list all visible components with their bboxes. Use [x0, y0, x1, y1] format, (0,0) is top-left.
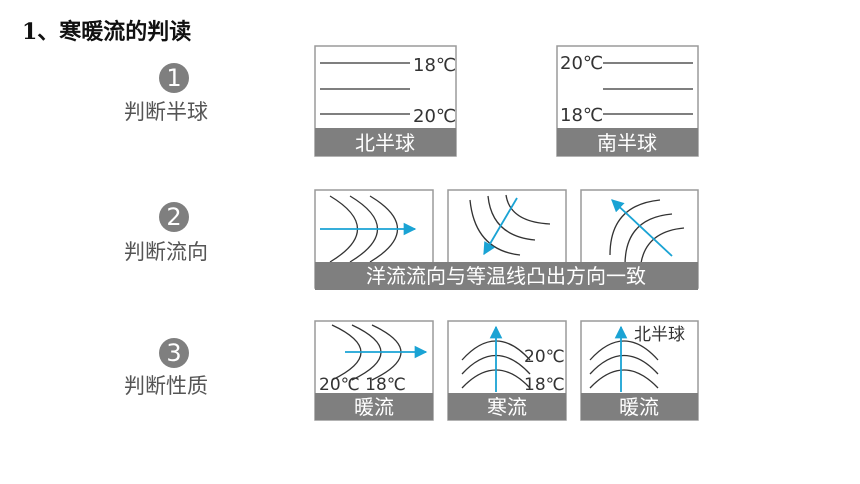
- north-temp-bottom: 20℃: [413, 106, 456, 127]
- current-nature-panel-c: 北半球 暖流: [580, 320, 699, 421]
- step-3-label: 判断性质: [124, 374, 208, 398]
- warm-current-label-c: 暖流: [619, 395, 659, 419]
- step-2-number: 2: [159, 202, 189, 232]
- step-3-number: 3: [159, 338, 189, 368]
- north-hemisphere-label: 北半球: [355, 131, 415, 155]
- warm-c-hemisphere: 北半球: [634, 325, 685, 345]
- page-title: 1、寒暖流的判读: [22, 19, 192, 45]
- south-hemisphere-panel: 20℃ 18℃ 南半球: [556, 45, 699, 157]
- cold-b-temp-top: 20℃: [524, 347, 565, 367]
- north-temp-top: 18℃: [413, 55, 456, 76]
- warm-a-temps: 20℃ 18℃: [319, 375, 406, 395]
- south-temp-top: 20℃: [560, 53, 603, 74]
- cold-current-label: 寒流: [487, 395, 527, 419]
- north-hemisphere-panel: 18℃ 20℃ 北半球: [314, 45, 457, 157]
- step-2-label: 判断流向: [124, 240, 208, 264]
- flow-direction-panels: 洋流流向与等温线凸出方向一致: [314, 189, 699, 290]
- south-temp-bottom: 18℃: [560, 105, 603, 126]
- cold-b-temp-bottom: 18℃: [524, 375, 565, 395]
- south-hemisphere-label: 南半球: [597, 131, 657, 155]
- step-1-label: 判断半球: [124, 100, 208, 124]
- warm-current-label-a: 暖流: [354, 395, 394, 419]
- flow-direction-label: 洋流流向与等温线凸出方向一致: [366, 264, 646, 288]
- current-nature-panel-b: 20℃ 18℃ 寒流: [447, 320, 567, 421]
- current-nature-panel-a: 20℃ 18℃ 暖流: [314, 320, 434, 421]
- step-1-number: 1: [159, 63, 189, 93]
